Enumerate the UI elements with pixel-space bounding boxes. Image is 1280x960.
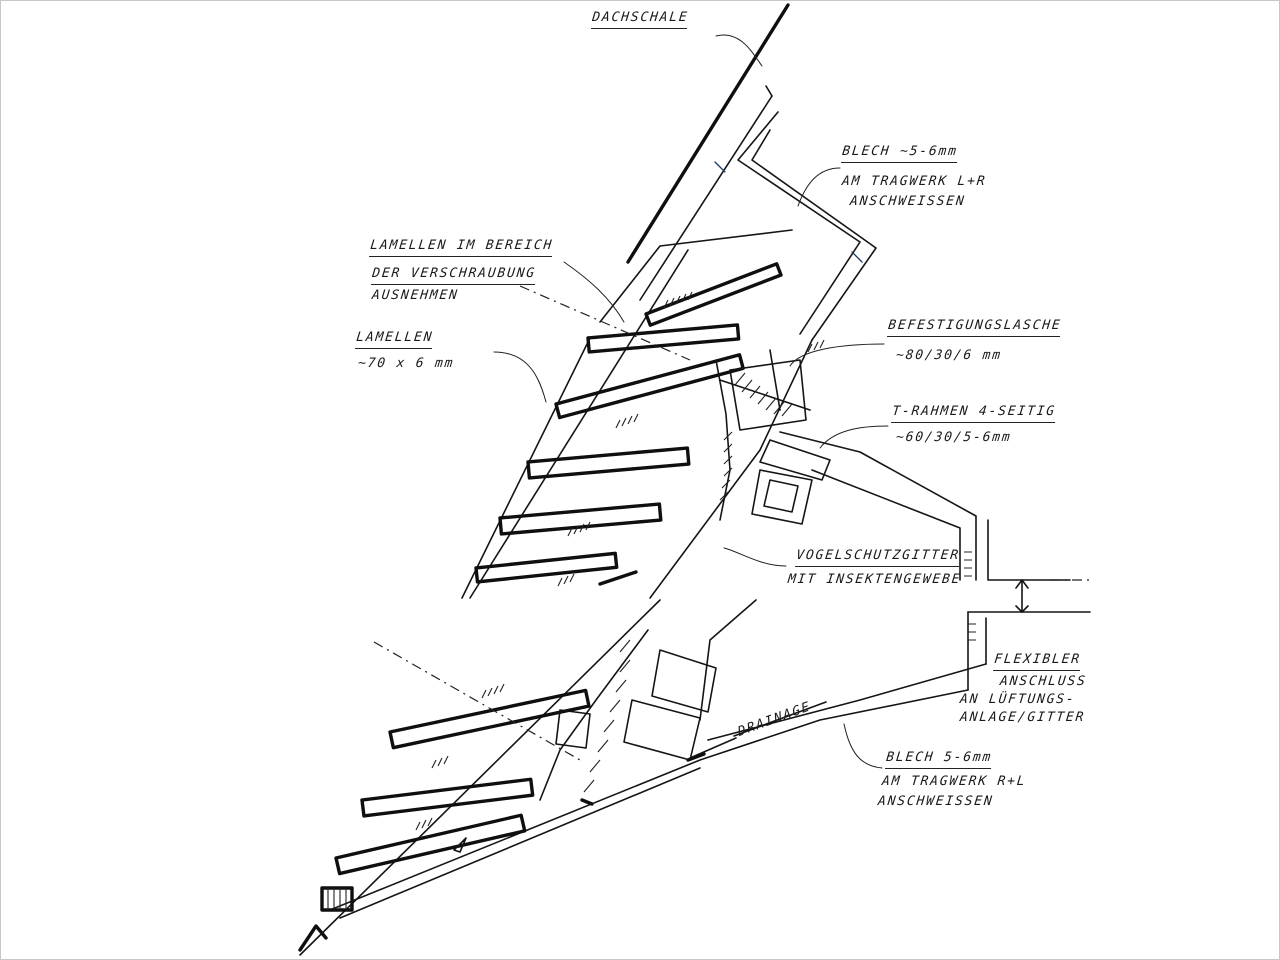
lower-bracket (555, 639, 717, 806)
ventilation-duct (779, 431, 1091, 691)
label-lamellen-bereich-1: LAMELLEN IM BEREICH (369, 238, 554, 257)
label-befestigung-2: ~80/30/6 mm (895, 348, 1003, 363)
label-lamellen-bereich-2: DER VERSCHRAUBUNG (371, 266, 537, 285)
roof-shell (626, 3, 790, 301)
label-trahmen-2: ~60/30/5-6mm (895, 430, 1013, 445)
label-lamellen-2: ~70 x 6 mm (357, 356, 456, 371)
label-blech-bottom-2: AM TRAGWERK R+L (881, 774, 1028, 789)
fastening-bracket (715, 349, 811, 521)
label-blech-bottom-3: ANSCHWEISSEN (877, 794, 995, 809)
label-blech-top-1: BLECH ~5-6mm (841, 144, 959, 163)
label-blech-top-3: ANSCHWEISSEN (849, 194, 967, 209)
upper-body-outline (461, 229, 813, 599)
bottom-vent (298, 886, 354, 952)
label-vogelschutz-2: MIT INSEKTENGEWEBE (787, 572, 963, 587)
t-frame (751, 439, 831, 525)
label-blech-top-2: AM TRAGWERK L+R (841, 174, 988, 189)
label-lamellen-1: LAMELLEN (355, 330, 435, 349)
label-befestigung-1: BEFESTIGUNGSLASCHE (887, 318, 1063, 337)
label-flexibler-4: ANLAGE/GITTER (959, 710, 1086, 725)
label-trahmen-1: T-RAHMEN 4-SEITIG (891, 404, 1057, 423)
upper-lamellae (474, 262, 783, 586)
drainage-line (689, 701, 827, 759)
label-flexibler-2: ANSCHLUSS (999, 674, 1088, 689)
label-blech-bottom-1: BLECH 5-6mm (885, 750, 993, 769)
label-vogelschutz-1: VOGELSCHUTZGITTER (795, 548, 961, 567)
lamellae-hatching (557, 291, 825, 587)
label-flexibler-1: FLEXIBLER (993, 652, 1082, 671)
lower-body-outline (299, 599, 987, 956)
axis-lines (373, 285, 1090, 761)
lower-lamellae (334, 683, 591, 876)
leader-lines (493, 34, 889, 769)
label-dachschale: DACHSCHALE (591, 10, 690, 29)
upper-sheet (714, 111, 877, 341)
label-lamellen-bereich-3: AUSNEHMEN (371, 288, 460, 303)
label-flexibler-3: AN LÜFTUNGS- (959, 692, 1077, 707)
